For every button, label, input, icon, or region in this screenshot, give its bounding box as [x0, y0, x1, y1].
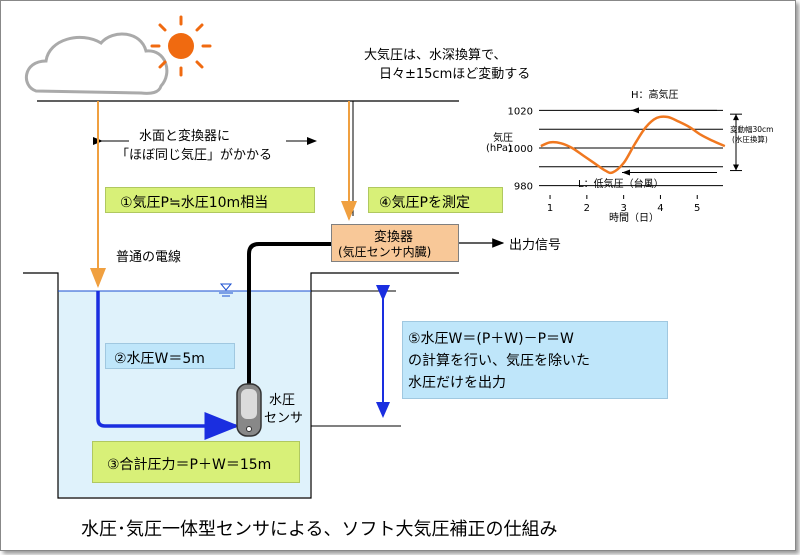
box-water-pressure: ②水圧W＝5m: [105, 343, 235, 369]
output-label: 出力信号: [509, 238, 562, 253]
sensor-label-line1: 水圧: [269, 393, 296, 408]
chart-x-tick-label: 1: [547, 203, 553, 214]
box-atmospheric-pressure: ①気圧P≒水圧10m相当: [105, 187, 315, 213]
chart-range-label-line1: 変動幅30cm: [730, 125, 774, 134]
box5-line1: ⑤水圧W＝(P＋W)－P＝W: [408, 331, 574, 347]
chart-ylabel-line1: 気圧: [493, 133, 513, 144]
pressure-chart: 1 2 3 4 5 980 1000 1020: [508, 106, 742, 214]
top-note-line2: 日々±15cmほど変動する: [379, 67, 531, 82]
top-note-line1: 大気圧は、水深換算で、: [364, 48, 507, 63]
chart-high-arrowhead: [631, 107, 639, 114]
box5-line3: 水圧だけを出力: [408, 375, 506, 391]
sensor-icon: [236, 383, 262, 437]
box2-text: ②水圧W＝5m: [114, 351, 205, 367]
chart-x-tick-label: 5: [694, 203, 700, 214]
sensor-label-line2: センサ: [264, 411, 304, 426]
water-level-icon: [219, 283, 233, 297]
chart-x-tick-label: 4: [657, 203, 663, 214]
chart-range-label-line2: (水圧換算): [732, 135, 768, 144]
cloud-icon: [25, 32, 169, 95]
same-pressure-line2: 「ほぼ同じ気圧」がかかる: [116, 148, 273, 163]
cable-label: 普通の電線: [116, 250, 182, 265]
chart-x-tick-label: 2: [584, 203, 590, 214]
chart-high-label: H：高気圧: [631, 90, 679, 101]
box3-text: ③合計圧力＝P＋W＝15m: [107, 457, 272, 473]
chart-y-tick-label: 980: [514, 182, 533, 193]
converter-line1: 変換器: [374, 230, 414, 245]
chart-range-arrowhead-bottom: [733, 164, 739, 171]
box5-line2: の計算を行い、気圧を除いた: [408, 353, 590, 369]
box-calculation: ⑤水圧W＝(P＋W)－P＝W の計算を行い、気圧を除いた 水圧だけを出力: [402, 321, 668, 399]
same-pressure-line1: 水面と変換器に: [139, 129, 231, 144]
converter-box: 変換器 (気圧センサ内臓): [331, 224, 459, 262]
chart-series-line: [540, 115, 726, 175]
chart-range-arrowhead-top: [733, 114, 739, 121]
cable: [247, 242, 331, 386]
box-measure-pressure: ④気圧Pを測定: [368, 187, 503, 213]
chart-y-tick-label: 1020: [508, 106, 533, 117]
chart-low-arrowhead: [622, 169, 630, 176]
chart-x-tick-label: 3: [620, 203, 626, 214]
chart-low-label: L：低気圧（台風）: [578, 179, 664, 190]
box4-text: ④気圧Pを測定: [379, 195, 470, 211]
box1-text: ①気圧P≒水圧10m相当: [120, 195, 269, 211]
chart-y-tick-label: 1000: [508, 144, 533, 155]
bottom-title: 水圧･気圧一体型センサによる、ソフト大気圧補正の仕組み: [81, 519, 558, 540]
tank-wall: [23, 272, 459, 499]
chart-ylabel-line2: (hPa): [486, 143, 512, 154]
sun-icon: [150, 15, 212, 77]
chart-xlabel: 時間（日）: [609, 213, 659, 224]
converter-line2: (気圧センサ内臓): [338, 245, 432, 259]
box-total-pressure: ③合計圧力＝P＋W＝15m: [92, 441, 300, 483]
